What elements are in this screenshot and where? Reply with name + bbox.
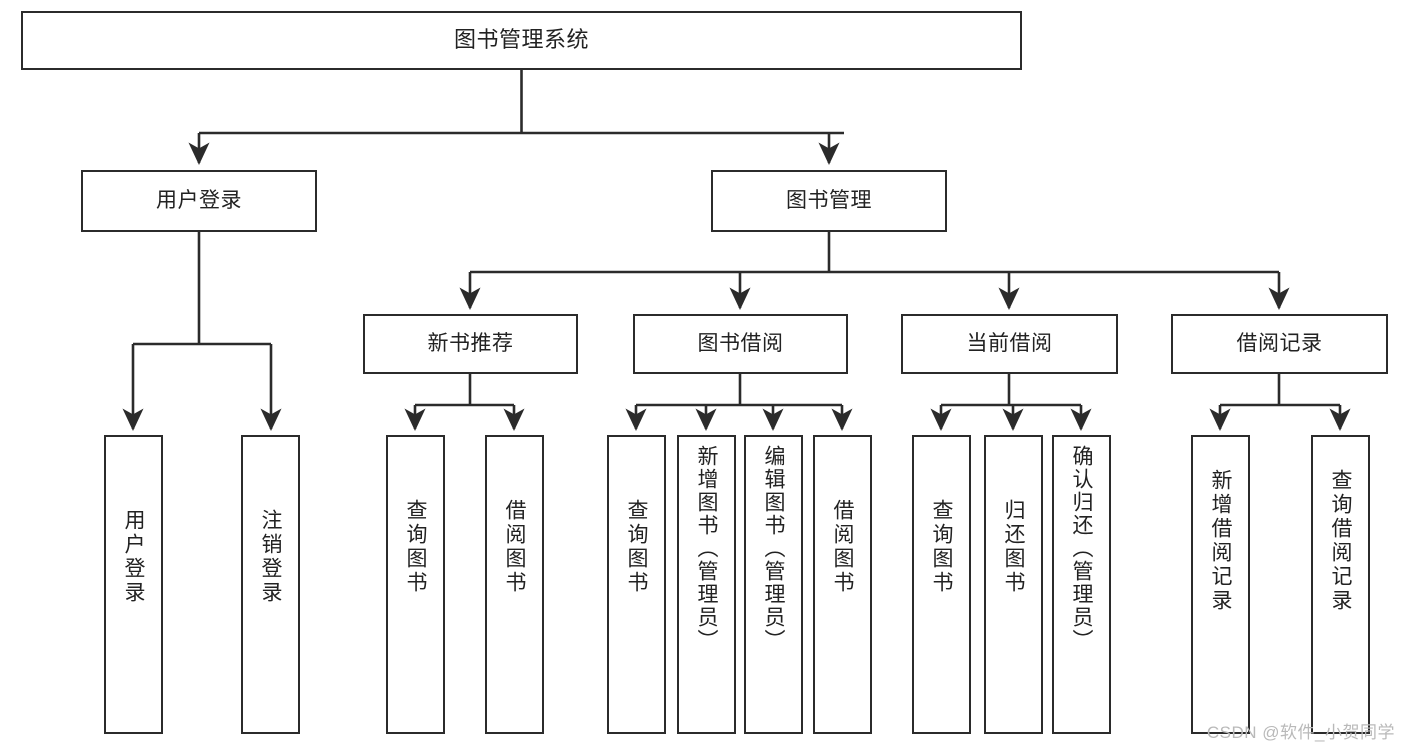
node-label: 当前借阅	[966, 332, 1053, 356]
node-leaf-borrow-book-2[interactable]: 借阅图书	[813, 435, 872, 734]
node-user-login[interactable]: 用户登录	[81, 170, 317, 232]
node-label: 归还图书	[1002, 499, 1025, 595]
node-leaf-edit-book[interactable]: 编辑图书（管理员）	[744, 435, 803, 734]
node-leaf-confirm-return[interactable]: 确认归还（管理员）	[1052, 435, 1111, 734]
node-leaf-add-book[interactable]: 新增图书（管理员）	[677, 435, 736, 734]
node-label: 图书借阅	[697, 332, 784, 356]
node-leaf-add-record[interactable]: 新增借阅记录	[1191, 435, 1250, 734]
node-leaf-user-login[interactable]: 用户登录	[104, 435, 163, 734]
node-label: 新增图书（管理员）	[695, 445, 718, 652]
node-current-borrow[interactable]: 当前借阅	[901, 314, 1118, 374]
node-leaf-query-record[interactable]: 查询借阅记录	[1311, 435, 1370, 734]
node-label: 图书管理	[786, 189, 872, 213]
node-label: 用户登录	[156, 189, 242, 213]
node-label: 查询图书	[625, 499, 648, 595]
node-leaf-query-book-2[interactable]: 查询图书	[607, 435, 666, 734]
node-label: 注销登录	[259, 509, 282, 605]
node-label: 新增借阅记录	[1209, 469, 1232, 613]
node-label: 新书推荐	[427, 332, 514, 356]
node-book-borrow[interactable]: 图书借阅	[633, 314, 848, 374]
node-label: 编辑图书（管理员）	[762, 445, 785, 652]
node-label: 查询图书	[930, 499, 953, 595]
node-label: 用户登录	[122, 509, 145, 605]
node-label: 借阅记录	[1236, 332, 1323, 356]
node-leaf-query-book-1[interactable]: 查询图书	[386, 435, 445, 734]
node-label: 查询图书	[404, 499, 427, 595]
node-label: 图书管理系统	[453, 27, 589, 53]
node-label: 查询借阅记录	[1329, 469, 1352, 613]
node-root-system[interactable]: 图书管理系统	[21, 11, 1022, 70]
node-leaf-return-book[interactable]: 归还图书	[984, 435, 1043, 734]
node-new-book-recommend[interactable]: 新书推荐	[363, 314, 578, 374]
watermark-text: CSDN @软件_小贺同学	[1206, 723, 1395, 742]
node-borrow-record[interactable]: 借阅记录	[1171, 314, 1388, 374]
node-leaf-borrow-book-1[interactable]: 借阅图书	[485, 435, 544, 734]
node-leaf-query-book-3[interactable]: 查询图书	[912, 435, 971, 734]
node-label: 借阅图书	[503, 499, 526, 595]
node-leaf-user-logout[interactable]: 注销登录	[241, 435, 300, 734]
node-label: 借阅图书	[831, 499, 854, 595]
node-book-manage[interactable]: 图书管理	[711, 170, 947, 232]
node-label: 确认归还（管理员）	[1070, 445, 1093, 652]
